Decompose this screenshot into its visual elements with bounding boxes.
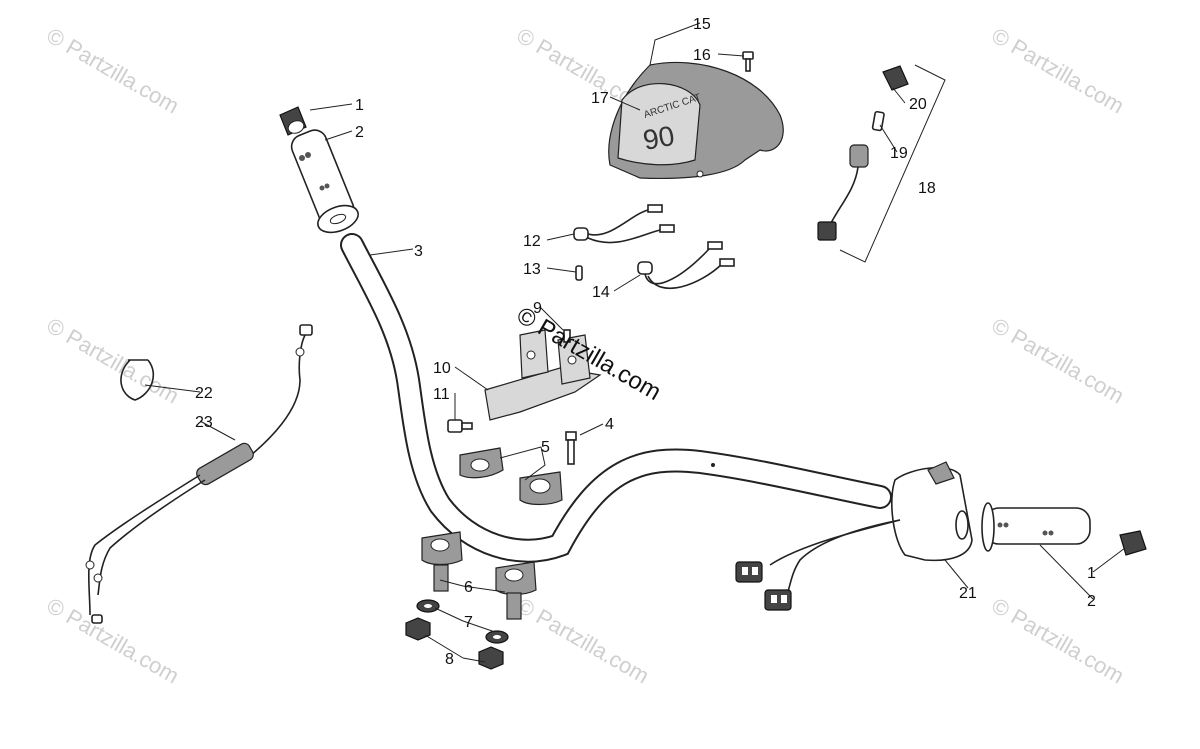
callout-20: 20 — [909, 96, 927, 113]
watermark: © Partzilla.com — [988, 313, 1129, 409]
callout-13: 13 — [523, 261, 541, 278]
nuts — [405, 617, 504, 670]
clamp-bolt — [565, 431, 577, 465]
throttle-cable — [85, 324, 313, 624]
watermark: © Partzilla.com — [988, 593, 1129, 689]
callout-11: 11 — [433, 386, 450, 403]
riser-right — [495, 561, 537, 620]
callout-6: 6 — [464, 579, 473, 596]
handlebar-cover: ARCTIC CAT 90 — [608, 61, 784, 179]
leader-lines — [144, 22, 1126, 663]
wiring-harness-lower — [637, 241, 735, 289]
callout-18: 18 — [918, 180, 936, 197]
cover-model: 90 — [641, 120, 677, 156]
watermark: © Partzilla.com — [513, 593, 654, 689]
right-end-cap — [1119, 530, 1147, 556]
callout-2: 2 — [355, 124, 364, 141]
callout-15: 15 — [693, 16, 711, 33]
bracket-bolt — [447, 419, 473, 433]
terminal-pin — [575, 265, 583, 281]
mounting-bracket — [484, 329, 602, 421]
kill-switch-assembly — [817, 64, 946, 263]
callout-7: 7 — [464, 614, 473, 631]
callout-21: 21 — [959, 585, 977, 602]
watermark: © Partzilla.com — [43, 23, 184, 119]
callout-labels: 1 2 3 4 5 6 7 8 9 10 11 12 13 14 15 16 1… — [195, 16, 1096, 668]
upper-clamp — [459, 447, 563, 506]
callout-3: 3 — [414, 243, 423, 260]
washers — [416, 599, 509, 644]
cable-clip — [120, 359, 154, 401]
callout-5: 5 — [541, 439, 550, 456]
callout-8: 8 — [445, 651, 454, 668]
callout-2-right: 2 — [1087, 593, 1096, 610]
callout-22: 22 — [195, 385, 213, 402]
callout-17: 17 — [591, 90, 609, 107]
callout-19: 19 — [890, 145, 908, 162]
right-grip — [981, 502, 1091, 552]
handlebar — [340, 233, 892, 563]
left-end-cap — [279, 106, 307, 136]
watermark: © Partzilla.com — [988, 23, 1129, 119]
cover-screw — [742, 51, 754, 72]
watermark: © Partzilla.com — [43, 313, 184, 409]
wiring-harness-upper — [573, 204, 675, 244]
callout-10: 10 — [433, 360, 451, 377]
riser-left — [421, 531, 463, 592]
left-grip — [290, 129, 359, 234]
callout-1: 1 — [355, 97, 364, 114]
callout-1-right: 1 — [1087, 565, 1096, 582]
callout-12: 12 — [523, 233, 541, 250]
callout-9: 9 — [533, 300, 542, 317]
watermark: © Partzilla.com — [43, 593, 184, 689]
callout-14: 14 — [592, 284, 610, 301]
switch-housing — [735, 461, 973, 611]
callout-23: 23 — [195, 414, 213, 431]
callout-4: 4 — [605, 416, 614, 433]
callout-16: 16 — [693, 47, 711, 64]
